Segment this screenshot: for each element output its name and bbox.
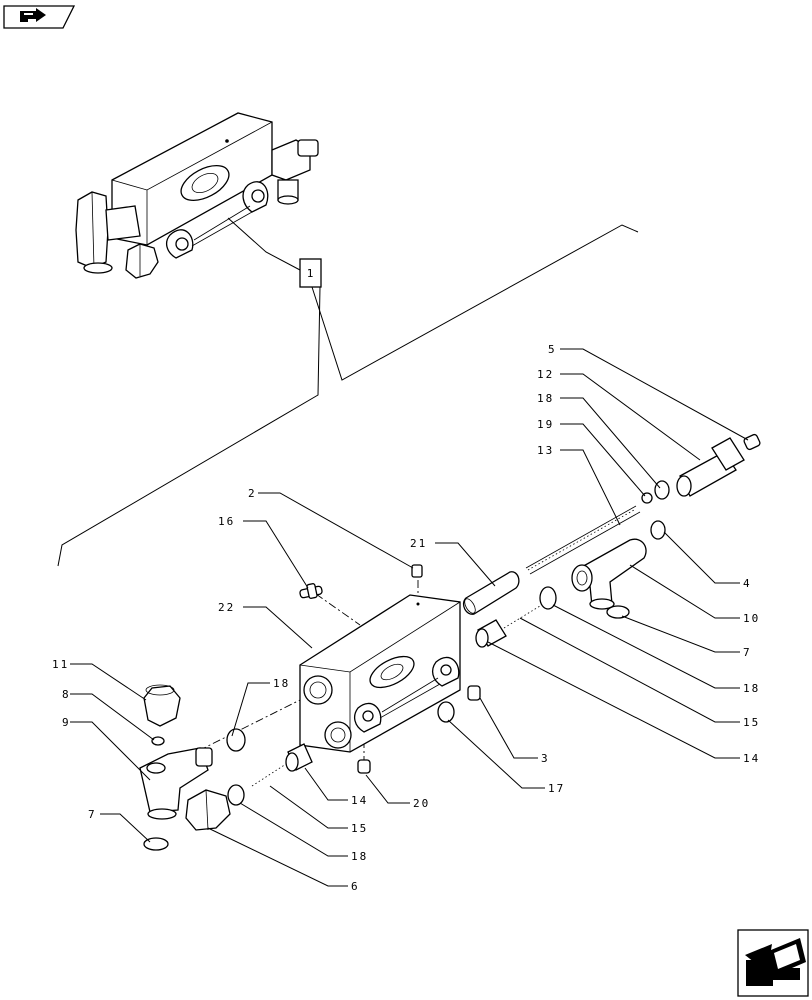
- hex-nut-part-11: [143, 684, 181, 727]
- callout-19: 19: [537, 418, 554, 431]
- callout-15-b: 15: [351, 822, 368, 835]
- callout-6: 6: [351, 880, 360, 893]
- elbow-part-10: [571, 538, 647, 610]
- callout-17: 17: [548, 782, 565, 795]
- plug-part-2: [411, 564, 423, 578]
- reference-box-label: 1: [307, 267, 316, 280]
- ring-part-18-mid: [539, 586, 557, 610]
- callout-4: 4: [743, 577, 752, 590]
- explode-frame-upper: [311, 224, 639, 381]
- exploded-components: [139, 433, 761, 851]
- callout-2: 2: [248, 487, 257, 500]
- ring-part-8: [151, 736, 165, 746]
- callout-9: 9: [62, 716, 71, 729]
- callout-13: 13: [537, 444, 554, 457]
- nav-next-box[interactable]: [737, 929, 809, 997]
- arrow-bookmark-icon: [20, 8, 46, 22]
- callout-3: 3: [541, 752, 550, 765]
- callout-5: 5: [548, 343, 557, 356]
- spring-part-15-left: [251, 763, 287, 787]
- oring-part-7-left: [143, 837, 169, 851]
- callout-18-c: 18: [351, 850, 368, 863]
- callout-labels: 5 12 18 19 13 4 10 7 18 15 14 3 17 20 14…: [52, 343, 760, 893]
- callout-20: 20: [413, 797, 430, 810]
- spring-part-15-right: [503, 605, 541, 629]
- callout-18-a: 18: [537, 392, 554, 405]
- callout-14-a: 14: [743, 752, 760, 765]
- plug-part-20: [357, 759, 371, 774]
- spool-part-21: [462, 571, 520, 615]
- ring-part-18-upper: [654, 480, 670, 500]
- nav-back-tab[interactable]: [3, 5, 76, 29]
- arrow-next-icon: [745, 938, 806, 986]
- explode-frame-lower: [57, 286, 321, 567]
- assembled-valve-illustration: [75, 112, 319, 279]
- ring-part-18-left-upper: [226, 728, 246, 752]
- oring-part-17: [437, 701, 455, 723]
- callout-22: 22: [218, 601, 235, 614]
- callout-18-b: 18: [743, 682, 760, 695]
- poppet-part-14-left: [285, 743, 313, 772]
- ring-part-18-left-lower: [227, 784, 245, 806]
- elbow-part-9: [139, 747, 213, 820]
- oring-part-4: [650, 520, 666, 540]
- plug-part-3: [467, 685, 481, 701]
- oring-part-7-right: [606, 605, 630, 619]
- callout-12: 12: [537, 368, 554, 381]
- callout-8: 8: [62, 688, 71, 701]
- callout-7-a: 7: [743, 646, 752, 659]
- pin-part-16: [299, 583, 323, 599]
- callout-7-b: 7: [88, 808, 97, 821]
- valve-body-part-22: [299, 594, 461, 753]
- callout-11: 11: [52, 658, 69, 671]
- leader-to-reference-box: [227, 217, 301, 271]
- callout-10: 10: [743, 612, 760, 625]
- reference-box[interactable]: 1: [299, 258, 322, 288]
- sleeve-part-12: [676, 437, 745, 497]
- callout-18-d: 18: [273, 677, 290, 690]
- callout-14-b: 14: [351, 794, 368, 807]
- poppet-part-14-right: [475, 619, 507, 648]
- callout-16: 16: [218, 515, 235, 528]
- hex-plug-part-6: [185, 789, 231, 831]
- plug-part-5: [743, 433, 761, 451]
- callout-15-a: 15: [743, 716, 760, 729]
- leader-lines: [70, 348, 749, 887]
- callout-21: 21: [410, 537, 427, 550]
- spring-part-13: [525, 505, 641, 575]
